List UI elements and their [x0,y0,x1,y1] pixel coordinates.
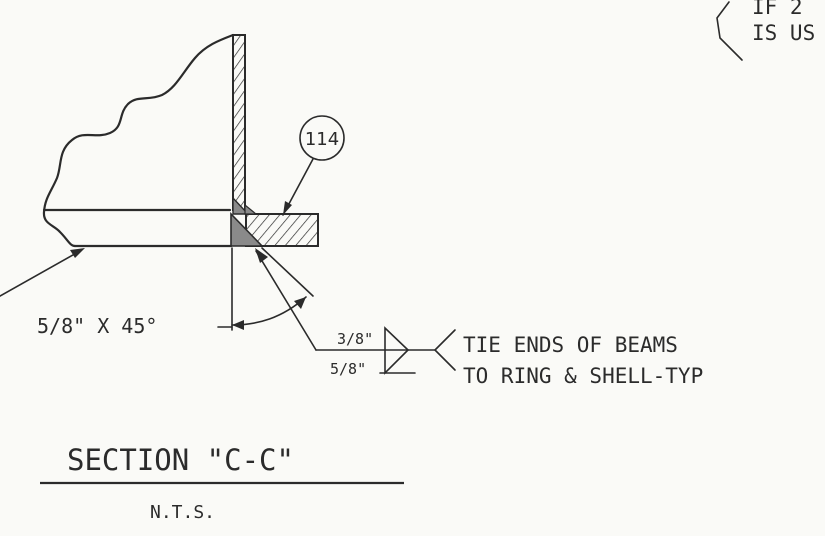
section-title: SECTION "C-C" [67,443,294,477]
chamfer-arc-arrowhead-end [294,297,306,309]
shell-plate [232,34,246,211]
weld-fillet-right [244,203,258,215]
callout-balloon [299,115,345,161]
beam-leader-arrowhead [70,248,85,258]
callout-number: 114 [305,129,339,150]
scale-note: N.T.S. [150,502,215,523]
chamfer-arc-arrowhead [232,320,244,330]
weld-top-size: 3/8" [337,330,373,348]
weld-fillet-upper [232,196,250,215]
weld-note-line2: TO RING & SHELL-TYP [463,364,703,388]
weld-bottom-size: 5/8" [330,360,366,378]
weld-note-line1: TIE ENDS OF BEAMS [463,333,678,357]
weld-fillet-lower [230,212,264,247]
beam-leader-line [0,250,81,297]
weld-arrow-head [255,248,268,263]
weld-symbol-bottom [384,349,409,375]
corner-note-line2: IS US [752,21,815,45]
weld-tail [434,329,456,371]
weld-arrow-leader [255,250,317,351]
corner-note-line1: IF 2 [752,0,803,19]
chamfer-note: 5/8" X 45° [37,314,157,338]
weld-symbol-top [384,326,409,351]
beam-break-line [42,33,235,248]
corner-note-bracket [716,1,743,61]
chamfer-angle-line [261,247,314,297]
callout-arrowhead [283,201,292,215]
